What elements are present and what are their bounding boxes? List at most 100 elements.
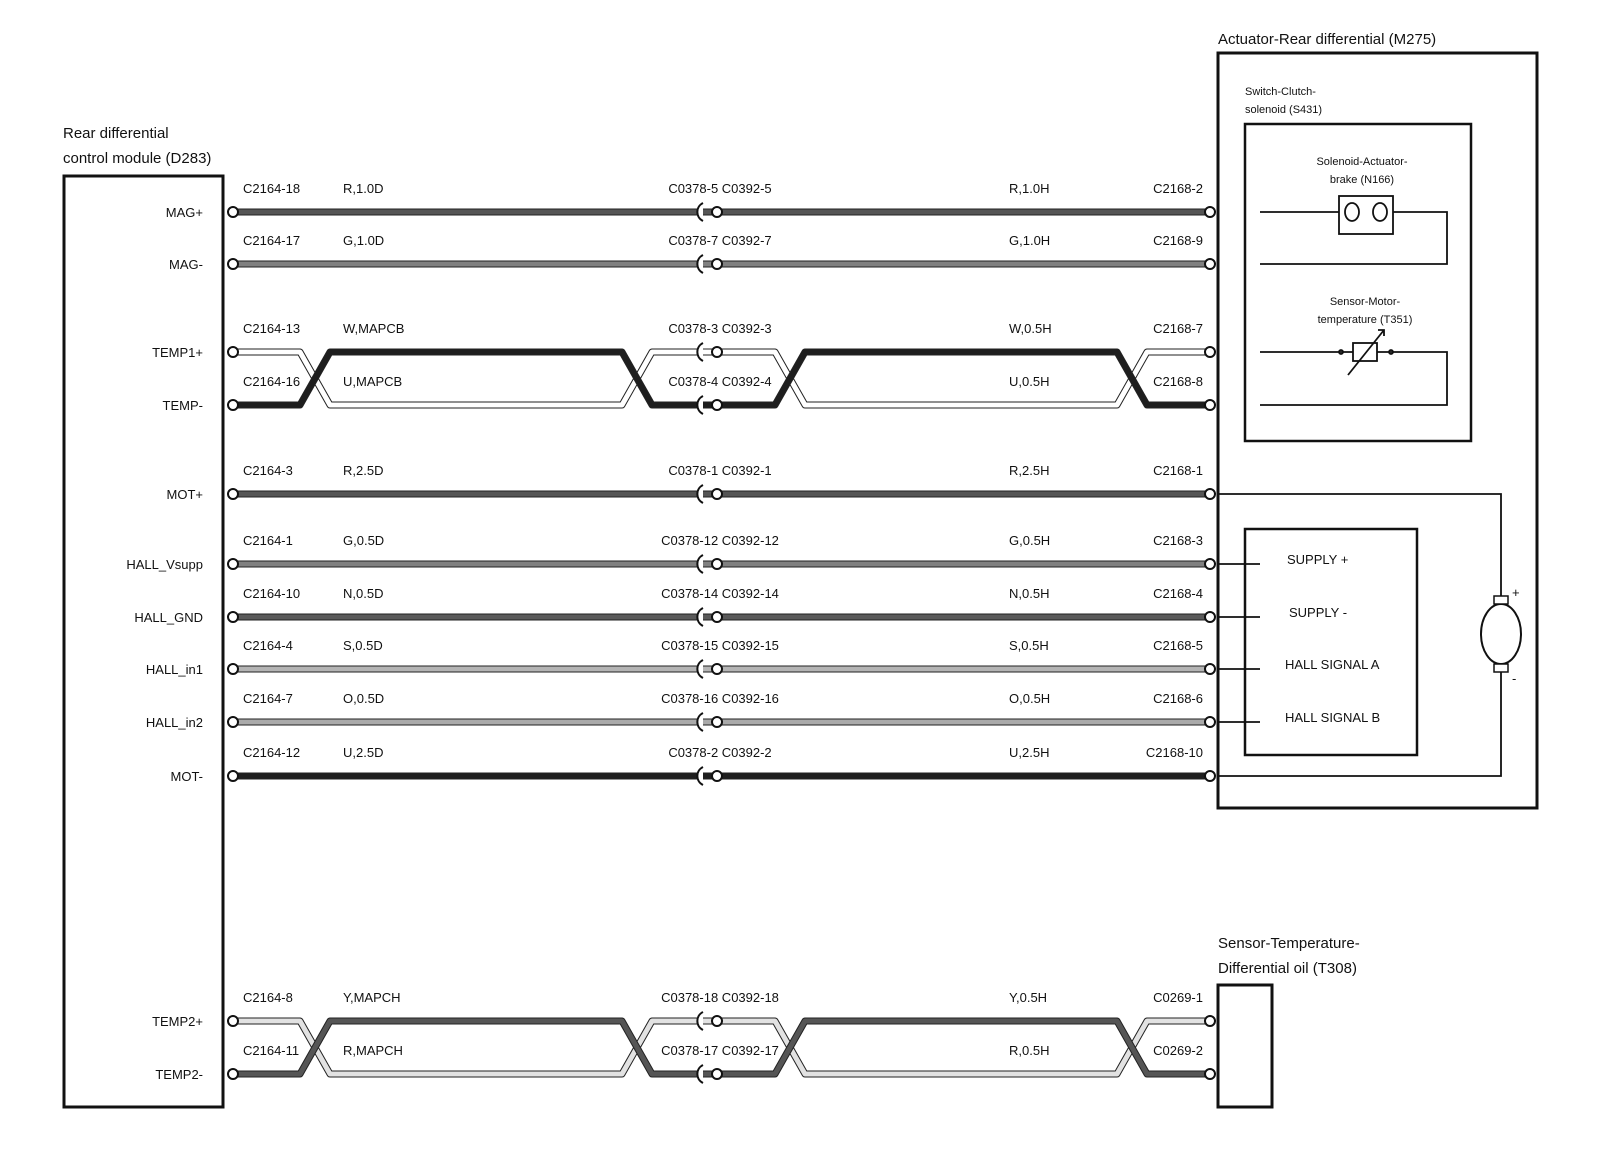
solenoid-title-line2: brake (N166) [1330,174,1394,186]
right-wire-label: R,1.0H [1009,181,1049,196]
hall-signal-b-label: HALL SIGNAL B [1285,710,1380,725]
terminal-ecu[interactable] [227,611,239,623]
inline-connector-icon [696,607,704,627]
terminal-inline[interactable] [711,716,723,728]
inline-connector-icon [696,395,704,415]
left-wire-label: W,MAPCB [343,321,404,336]
left-connector-label: C2164-11 [243,1043,299,1058]
pin-label: MOT+ [167,487,203,502]
left-wire-label: R,2.5D [343,463,383,478]
terminal-module[interactable] [1204,1068,1216,1080]
ecu-box [62,174,225,1109]
terminal-inline[interactable] [711,399,723,411]
pin-label: HALL_in2 [146,715,203,730]
terminal-module[interactable] [1204,770,1216,782]
terminal-inline[interactable] [711,488,723,500]
terminal-inline[interactable] [711,346,723,358]
pin-label: TEMP2- [155,1067,203,1082]
thermistor-wiring [1260,351,1448,406]
terminal-ecu[interactable] [227,558,239,570]
solenoid-wiring [1260,211,1448,265]
terminal-ecu[interactable] [227,346,239,358]
terminal-ecu[interactable] [227,663,239,675]
left-connector-label: C2164-7 [243,691,293,706]
switch-title-line2: solenoid (S431) [1245,104,1322,116]
right-wire-label: W,0.5H [1009,321,1052,336]
motor-wiring [1218,493,1502,777]
terminal-module[interactable] [1204,488,1216,500]
terminal-module[interactable] [1204,716,1216,728]
inline-connector-label: C0378-2 C0392-2 [668,745,771,760]
pin-label: HALL_in1 [146,662,203,677]
ecu-title-line1: Rear differential [63,125,169,142]
left-wire-label: G,1.0D [343,233,384,248]
left-wire-label: R,MAPCH [343,1043,403,1058]
terminal-ecu[interactable] [227,258,239,270]
right-connector-label: C0269-2 [1153,1043,1203,1058]
inline-connector-label: C0378-7 C0392-7 [668,233,771,248]
terminal-ecu[interactable] [227,770,239,782]
motor-terminal-bottom [1493,663,1509,673]
terminal-module[interactable] [1204,611,1216,623]
inline-connector-icon [696,202,704,222]
terminal-ecu[interactable] [227,206,239,218]
left-wire-label: U,2.5D [343,745,383,760]
pin-label: TEMP2+ [152,1014,203,1029]
inline-connector-icon [696,766,704,786]
terminal-inline[interactable] [711,206,723,218]
right-connector-label: C2168-4 [1153,586,1203,601]
terminal-inline[interactable] [711,1068,723,1080]
terminal-ecu[interactable] [227,399,239,411]
terminal-ecu[interactable] [227,716,239,728]
terminal-ecu[interactable] [227,488,239,500]
thermistor-symbol [1352,342,1378,362]
left-connector-label: C2164-13 [243,321,300,336]
inline-connector-label: C0378-5 C0392-5 [668,181,771,196]
terminal-inline[interactable] [711,558,723,570]
left-connector-label: C2164-12 [243,745,300,760]
terminal-inline[interactable] [711,258,723,270]
terminal-inline[interactable] [711,663,723,675]
hall-supply-plus-label: SUPPLY + [1287,552,1348,567]
hall-sensor-box [1243,527,1419,757]
hall-supply-minus-label: SUPPLY - [1289,605,1347,620]
hall-wiring [1218,563,1260,723]
right-wire-label: U,2.5H [1009,745,1049,760]
thermistor-node-right [1388,349,1394,355]
terminal-ecu[interactable] [227,1015,239,1027]
oil-sensor-module: Sensor-Temperature- Differential oil (T3… [1216,935,1360,1109]
terminal-inline[interactable] [711,1015,723,1027]
inline-connector-icon [696,1011,704,1031]
inline-connector-icon [696,342,704,362]
pin-label: HALL_GND [134,610,203,625]
left-connector-label: C2164-16 [243,374,300,389]
actuator-title: Actuator-Rear differential (M275) [1218,31,1436,48]
left-wire-label: U,MAPCB [343,374,402,389]
solenoid-coil-left [1344,202,1360,222]
terminal-module[interactable] [1204,258,1216,270]
terminal-module[interactable] [1204,399,1216,411]
right-wire-label: O,0.5H [1009,691,1050,706]
terminal-inline[interactable] [711,770,723,782]
right-connector-label: C2168-7 [1153,321,1203,336]
right-wire-label: R,0.5H [1009,1043,1049,1058]
inline-connector-label: C0378-15 C0392-15 [661,638,779,653]
left-connector-label: C2164-17 [243,233,300,248]
terminal-module[interactable] [1204,1015,1216,1027]
terminal-module[interactable] [1204,206,1216,218]
pin-label: MAG+ [166,205,203,220]
terminal-ecu[interactable] [227,1068,239,1080]
left-wire-label: G,0.5D [343,533,384,548]
right-connector-label: C2168-5 [1153,638,1203,653]
right-connector-label: C2168-1 [1153,463,1203,478]
terminal-module[interactable] [1204,663,1216,675]
inline-connector-icon [696,484,704,504]
motor-terminal-top [1493,595,1509,605]
left-connector-label: C2164-3 [243,463,293,478]
terminal-inline[interactable] [711,611,723,623]
motor-plus-label: + [1512,585,1520,600]
terminal-module[interactable] [1204,558,1216,570]
right-connector-label: C2168-3 [1153,533,1203,548]
terminal-module[interactable] [1204,346,1216,358]
